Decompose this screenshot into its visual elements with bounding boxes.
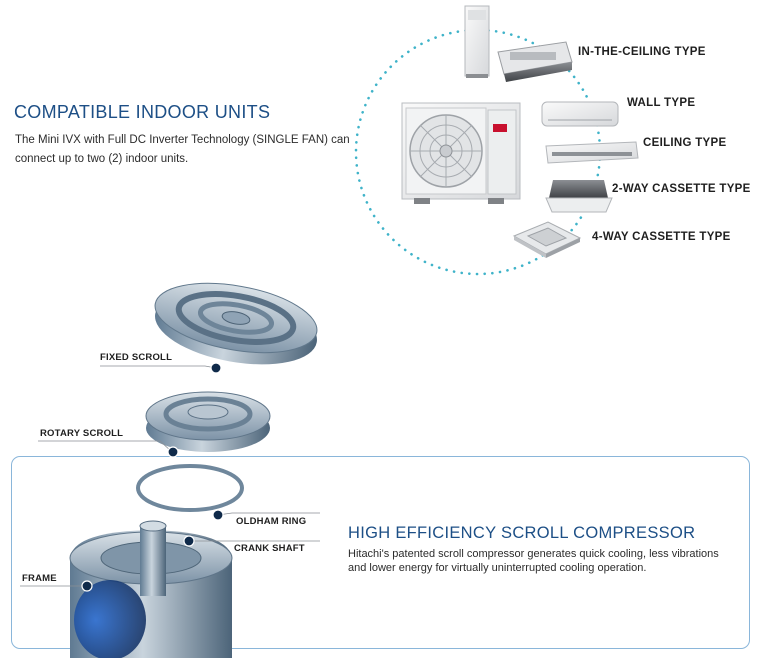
frame-callout-dot	[81, 580, 93, 592]
label-frame: FRAME	[22, 573, 57, 584]
compressor-title: HIGH EFFICIENCY SCROLL COMPRESSOR	[348, 524, 696, 542]
rotary-scroll-image	[145, 391, 271, 452]
label-fixed-scroll: FIXED SCROLL	[100, 352, 173, 363]
label-rotary-scroll: ROTARY SCROLL	[40, 428, 124, 439]
label-oldham-ring: OLDHAM RING	[236, 516, 307, 527]
compatible-units-title: COMPATIBLE INDOOR UNITS	[14, 102, 271, 122]
compatible-units-description: The Mini IVX with Full DC Inverter Techn…	[15, 134, 350, 165]
label-wall-type: WALL TYPE	[627, 97, 696, 109]
label-4-way-cassette-type: 4-WAY CASSETTE TYPE	[592, 231, 731, 243]
wall-unit-image	[541, 101, 619, 127]
label-in-the-ceiling-type: IN-THE-CEILING TYPE	[578, 46, 706, 58]
label-ceiling-type: CEILING TYPE	[643, 137, 727, 149]
2-way-cassette-unit-image	[545, 180, 613, 213]
in-the-ceiling-unit-image	[497, 41, 573, 82]
ceiling-unit-image	[545, 141, 639, 164]
oldham-ring-image	[136, 464, 244, 512]
compressor-card	[11, 456, 750, 649]
compressor-description: Hitachi's patented scroll compressor gen…	[348, 548, 719, 574]
indoor-units-illustration	[354, 5, 639, 276]
fixed-scroll-image	[154, 282, 318, 365]
floor-standing-unit-image	[464, 5, 490, 78]
scroll-compressor-illustration	[69, 282, 318, 658]
rotary-scroll-callout-dot	[167, 446, 179, 458]
label-2-way-cassette-type: 2-WAY CASSETTE TYPE	[612, 183, 751, 195]
outdoor-unit-image	[401, 102, 521, 204]
label-crank-shaft: CRANK SHAFT	[234, 543, 305, 554]
oldham-ring-callout-dot	[212, 509, 224, 521]
fixed-scroll-callout-dot	[210, 362, 222, 374]
4-way-cassette-unit-image	[512, 221, 582, 258]
crank-shaft-callout-dot	[183, 535, 195, 547]
